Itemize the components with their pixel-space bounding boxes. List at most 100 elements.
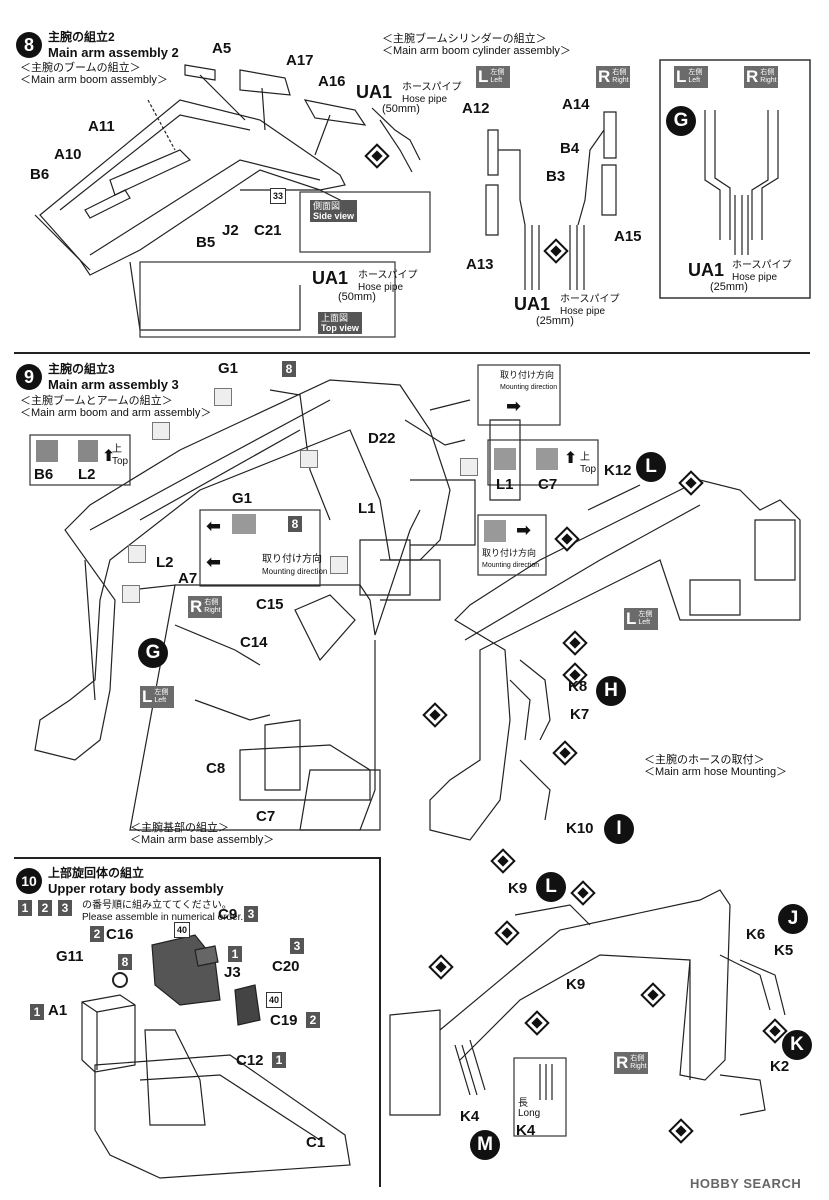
step-9-subtitle-en: ＜Main arm boom and arm assembly＞ xyxy=(20,407,212,419)
part-K9-top: K9 xyxy=(508,880,528,897)
no-cut-icon xyxy=(214,388,232,406)
hose-length-25-g: (25mm) xyxy=(710,281,748,293)
part-L1-mid: L1 xyxy=(358,500,376,517)
part-C14: C14 xyxy=(240,634,268,651)
arrow-up-icon: ⬆ xyxy=(102,446,116,465)
part-A14: A14 xyxy=(562,96,590,113)
boom-subtitle-jp: ＜主腕のブームの組立＞ xyxy=(20,62,141,74)
base-subtitle-en: ＜Main arm base assembly＞ xyxy=(130,834,275,846)
order-num-c9: 3 xyxy=(244,906,258,922)
hose-mounting-jp: ＜主腕のホースの取付＞ xyxy=(644,754,765,766)
right-badge-letter: R xyxy=(746,67,759,86)
left-jp: 左側 xyxy=(638,611,653,618)
part-C7-base: C7 xyxy=(256,808,276,825)
callout-K: K xyxy=(782,1030,812,1060)
callout-L-step10: L xyxy=(536,872,566,902)
callout-J: J xyxy=(778,904,808,934)
part-A16: A16 xyxy=(318,73,346,90)
callout-H: H xyxy=(596,676,626,706)
part-K12: K12 xyxy=(604,462,632,479)
step-10-number: 10 xyxy=(16,868,42,894)
part-C1: C1 xyxy=(306,1134,326,1151)
top-view-en: Top view xyxy=(321,323,359,333)
order-instruction-en: Please assemble in numerical order. xyxy=(82,912,244,923)
order-num-2: 2 xyxy=(38,900,52,916)
part-C15: C15 xyxy=(256,596,284,613)
step-8-title: 主腕の組立2 Main arm assembly 2 xyxy=(48,30,179,60)
hose-pipe-jp-inset: ホースパイプ xyxy=(358,270,418,281)
part-K4-legend: K4 xyxy=(516,1122,536,1139)
part-J3: J3 xyxy=(224,964,241,981)
section-divider-vertical xyxy=(379,857,381,1187)
part-K8: K8 xyxy=(568,678,588,695)
mount-dir-jp-top: 取り付け方向 xyxy=(500,370,555,380)
cylinder-subtitle-en: ＜Main arm boom cylinder assembly＞ xyxy=(382,45,571,57)
part-K4-left: K4 xyxy=(460,1108,480,1125)
order-num-c16: 2 xyxy=(90,926,104,942)
part-A13: A13 xyxy=(466,256,494,273)
callout-G-step8: G xyxy=(666,106,696,136)
part-A12: A12 xyxy=(462,100,490,117)
paint-40-top: 40 xyxy=(174,922,190,938)
hose-length-50-inset: (50mm) xyxy=(338,291,376,303)
top-view-jp: 上面図 xyxy=(321,313,349,323)
section-divider xyxy=(14,352,810,354)
left-badge-letter: L xyxy=(478,67,489,86)
callout-L-step9: L xyxy=(636,452,666,482)
paint-8-mid: 8 xyxy=(288,516,302,532)
hose-pipe-en-inset: Hose pipe xyxy=(358,282,404,293)
step-8-number: 8 xyxy=(16,32,42,58)
part-K6: K6 xyxy=(746,926,766,943)
mount-dir-jp-right: 取り付け方向 xyxy=(482,548,537,558)
b6-shape-icon xyxy=(36,440,58,462)
callout-M: M xyxy=(470,1130,500,1160)
ua1-label-top: UA1 xyxy=(356,82,393,102)
part-C12: C12 xyxy=(236,1052,264,1069)
part-A11: A11 xyxy=(88,118,115,135)
right-en: Right xyxy=(760,77,777,84)
top-label-en-2: Top xyxy=(580,464,597,475)
step-9-title-en: Main arm assembly 3 xyxy=(48,377,179,392)
part-A17: A17 xyxy=(286,52,314,69)
right-en: Right xyxy=(204,607,221,614)
paint-40-bottom: 40 xyxy=(266,992,282,1008)
ua1-label-cyl: UA1 xyxy=(514,294,551,314)
base-assembly-subtitle: ＜主腕基部の組立＞ ＜Main arm base assembly＞ xyxy=(130,822,274,846)
base-subtitle-jp: ＜主腕基部の組立＞ xyxy=(130,822,229,834)
part-K9-bottom: K9 xyxy=(566,976,586,993)
hose-pipe-en-top: Hose pipe xyxy=(402,94,448,105)
step-8-title-en: Main arm assembly 2 xyxy=(48,45,179,60)
ua1-label-g: UA1 xyxy=(688,260,725,280)
left-en: Left xyxy=(154,697,167,704)
left-jp: 左側 xyxy=(490,69,505,76)
part-J2: J2 xyxy=(222,222,239,239)
part-K2: K2 xyxy=(770,1058,790,1075)
part-A7: A7 xyxy=(178,570,198,587)
left-en: Left xyxy=(638,619,651,626)
hose-pipe-jp-g: ホースパイプ xyxy=(732,260,792,271)
arrow-right-icon: ➡ xyxy=(506,396,522,417)
part-A15: A15 xyxy=(614,228,642,245)
no-cut-icon xyxy=(330,556,348,574)
arrow-left-icon: ⬅ xyxy=(206,552,222,573)
no-cut-icon xyxy=(300,450,318,468)
right-jp: 右側 xyxy=(630,1055,645,1062)
part-G11: G11 xyxy=(56,948,84,965)
mount-dir-en-top: Mounting direction xyxy=(500,384,558,391)
part-C16: C16 xyxy=(106,926,134,943)
side-view-jp: 側面図 xyxy=(313,201,341,211)
long-label-jp: 長 xyxy=(518,1098,528,1109)
right-en: Right xyxy=(612,77,629,84)
right-badge-letter: R xyxy=(190,597,203,616)
